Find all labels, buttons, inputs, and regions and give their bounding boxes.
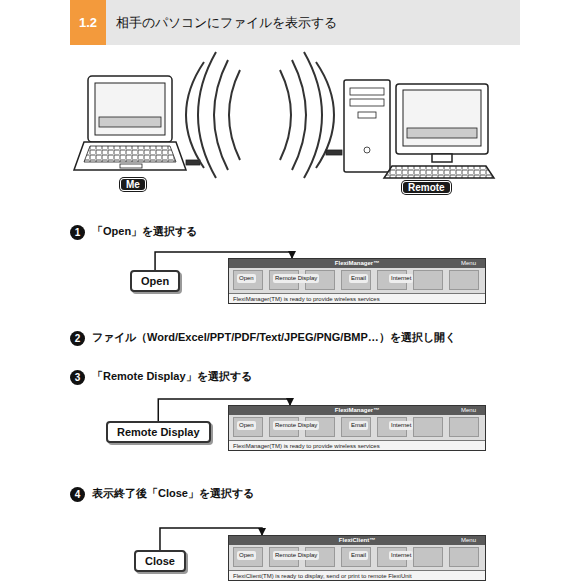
device-badge: Remote <box>402 181 451 194</box>
toolbar-text: FlexiClient™ <box>229 537 485 544</box>
node-text: Remote <box>408 182 445 193</box>
toolbar-text: Open <box>237 551 256 560</box>
header-band <box>70 0 520 45</box>
node-text: Me <box>126 179 140 190</box>
toolbar-icon <box>449 417 479 437</box>
node-text: Close <box>145 555 175 567</box>
toolbar-text: Internet <box>389 551 413 560</box>
toolbar-text: Menu <box>461 407 476 414</box>
callout-box: Close <box>134 550 186 572</box>
step-text: ファイル（Word/Excel/PPT/PDF/Text/JPEG/PNG/BM… <box>92 330 456 345</box>
toolbar-text: Open <box>237 274 256 283</box>
toolbar-text: Internet <box>389 421 413 430</box>
toolbar-text: Remote Display <box>273 551 319 560</box>
toolbar-icon <box>449 547 479 567</box>
toolbar-icon <box>413 547 443 567</box>
node-text: 2 <box>75 333 81 344</box>
step-number: 3 <box>70 370 85 385</box>
toolbar-text: Email <box>349 551 368 560</box>
toolbar-text: Remote Display <box>273 421 319 430</box>
wireless-waves <box>186 52 334 178</box>
toolbar-text: FlexiManager™ <box>229 260 485 267</box>
device-badge: Me <box>120 178 146 191</box>
toolbar-icon <box>449 270 479 290</box>
step-text: 「Open」を選択する <box>92 224 197 239</box>
toolbar-text: FlexiManager(TM) is ready to provide wir… <box>233 296 380 303</box>
step-text: 「Remote Display」を選択する <box>92 369 252 384</box>
node-text: Open <box>141 275 169 287</box>
toolbar-screenshot: FlexiManager™ Open Remote Display Email Inte… <box>228 405 486 451</box>
callout-box: Open <box>130 270 180 292</box>
toolbar-text: Internet <box>389 274 413 283</box>
section-number: 1.2 <box>70 0 106 45</box>
toolbar-icon <box>413 417 443 437</box>
node-text: 3 <box>75 372 81 383</box>
toolbar-screenshot: FlexiManager™ Open Remote Display Email Inte… <box>228 258 486 304</box>
step-number: 2 <box>70 331 85 346</box>
toolbar-text: Menu <box>461 537 476 544</box>
toolbar-text: Menu <box>461 260 476 267</box>
toolbar-text: Remote Display <box>273 274 319 283</box>
section-title: 相手のパソコンにファイルを表示する <box>116 14 337 32</box>
node-text: 4 <box>75 489 81 500</box>
step-number: 1 <box>70 225 85 240</box>
toolbar-text: FlexiManager™ <box>229 407 485 414</box>
toolbar-text: Email <box>349 274 368 283</box>
toolbar-text: FlexiManager(TM) is ready to provide wir… <box>233 443 380 450</box>
toolbar-text: FlexiClient(TM) is ready to display, sen… <box>233 573 412 580</box>
step-number: 4 <box>70 487 85 502</box>
step-text: 表示終了後「Close」を選択する <box>92 486 254 501</box>
toolbar-screenshot: FlexiClient™ Open Remote Display Email Inter… <box>228 535 486 581</box>
node-text: 1.2 <box>79 15 97 30</box>
toolbar-text: Email <box>349 421 368 430</box>
callout-box: Remote Display <box>106 421 211 443</box>
toolbar-text: Open <box>237 421 256 430</box>
toolbar-icon <box>413 270 443 290</box>
node-text: 1 <box>75 227 81 238</box>
desktop-pc <box>326 80 494 178</box>
laptop <box>74 76 200 170</box>
node-text: Remote Display <box>117 426 200 438</box>
